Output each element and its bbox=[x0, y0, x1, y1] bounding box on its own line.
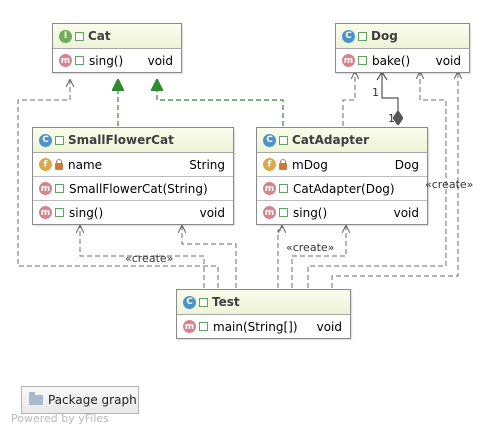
public-icon bbox=[199, 297, 208, 307]
method-icon: m bbox=[39, 182, 52, 195]
method-row[interactable]: m sing() void bbox=[257, 201, 427, 224]
edge-test-uses-smallflowercat bbox=[182, 226, 237, 288]
edge-catadapter-has-dog bbox=[381, 72, 398, 124]
class-catadapter-header: C CatAdapter bbox=[257, 128, 427, 153]
methods-section: m sing() void bbox=[33, 201, 233, 224]
public-icon bbox=[279, 184, 288, 193]
methods-section: m sing() void bbox=[257, 201, 427, 224]
class-name: Dog bbox=[371, 29, 398, 43]
field-name: name bbox=[68, 157, 103, 172]
method-row[interactable]: m sing() void bbox=[53, 49, 181, 72]
method-type: void bbox=[316, 319, 342, 334]
private-lock-icon bbox=[279, 158, 287, 170]
method-row[interactable]: m main(String[]) void bbox=[177, 315, 350, 338]
method-icon: m bbox=[263, 206, 276, 219]
edge-test-creates-smallflowercat bbox=[80, 226, 205, 288]
method-name: bake() bbox=[372, 53, 411, 68]
field-type: String bbox=[189, 157, 225, 172]
public-icon bbox=[55, 184, 64, 193]
class-smallflowercat[interactable]: C SmallFlowerCat f name String m SmallFl… bbox=[32, 127, 234, 225]
edge-test-uses-catadapter bbox=[291, 226, 346, 288]
public-icon bbox=[199, 322, 208, 331]
package-graph-button[interactable]: Package graph bbox=[21, 386, 139, 414]
constructors-section: m SmallFlowerCat(String) bbox=[33, 177, 233, 201]
edge-catadapter-implements-cat bbox=[157, 80, 284, 126]
method-type: void bbox=[199, 205, 225, 220]
folder-icon bbox=[29, 392, 43, 405]
method-type: void bbox=[393, 205, 419, 220]
class-dog-header: C Dog bbox=[336, 24, 469, 49]
constructors-section: m CatAdapter(Dog) bbox=[257, 177, 427, 201]
class-icon: C bbox=[39, 133, 52, 147]
class-cat[interactable]: I Cat m sing() void bbox=[52, 23, 182, 73]
class-smallflowercat-header: C SmallFlowerCat bbox=[33, 128, 233, 153]
method-name: sing() bbox=[89, 53, 124, 68]
class-catadapter[interactable]: C CatAdapter f mDog Dog m CatAdapter(Dog… bbox=[256, 127, 428, 225]
create-label-right: «create» bbox=[425, 178, 474, 191]
method-icon: m bbox=[342, 54, 355, 67]
constructor-name: CatAdapter(Dog) bbox=[293, 181, 395, 196]
constructor-row[interactable]: m SmallFlowerCat(String) bbox=[33, 177, 233, 200]
class-cat-header: I Cat bbox=[53, 24, 181, 49]
private-lock-icon bbox=[55, 158, 63, 170]
class-dog[interactable]: C Dog m bake() void bbox=[335, 23, 470, 73]
static-method-icon: m bbox=[183, 320, 196, 333]
class-icon: C bbox=[183, 295, 196, 309]
public-icon bbox=[55, 135, 64, 145]
method-icon: m bbox=[59, 54, 72, 67]
methods-section: m main(String[]) void bbox=[177, 315, 350, 338]
class-name: CatAdapter bbox=[292, 133, 369, 147]
fields-section: f name String bbox=[33, 153, 233, 177]
method-name: sing() bbox=[69, 205, 104, 220]
field-icon: f bbox=[39, 158, 52, 171]
method-type: void bbox=[435, 53, 461, 68]
public-icon bbox=[358, 31, 367, 41]
public-icon bbox=[75, 56, 84, 65]
field-name: mDog bbox=[292, 157, 328, 172]
class-icon: C bbox=[342, 29, 355, 43]
method-icon: m bbox=[39, 206, 52, 219]
fields-section: f mDog Dog bbox=[257, 153, 427, 177]
edge-test-uses-cat bbox=[17, 80, 219, 288]
method-type: void bbox=[147, 53, 173, 68]
class-test-header: C Test bbox=[177, 290, 350, 315]
public-icon bbox=[279, 135, 288, 145]
class-icon: C bbox=[263, 133, 276, 147]
method-name: main(String[]) bbox=[213, 319, 298, 334]
method-name: sing() bbox=[293, 205, 328, 220]
edge-test-uses-dog bbox=[331, 72, 458, 288]
class-name: Cat bbox=[88, 29, 111, 43]
create-label-middle: «create» bbox=[286, 241, 335, 254]
class-name: Test bbox=[212, 295, 240, 309]
interface-icon: I bbox=[59, 29, 72, 43]
field-type: Dog bbox=[394, 157, 419, 172]
edge-catadapter-uses-dog bbox=[342, 72, 355, 126]
methods-section: m bake() void bbox=[336, 49, 469, 72]
public-icon bbox=[358, 56, 367, 65]
constructor-row[interactable]: m CatAdapter(Dog) bbox=[257, 177, 427, 200]
class-name: SmallFlowerCat bbox=[68, 133, 174, 147]
multiplicity-label: 1 bbox=[388, 112, 395, 125]
field-row[interactable]: f mDog Dog bbox=[257, 153, 427, 176]
field-icon: f bbox=[263, 158, 276, 171]
package-graph-label: Package graph bbox=[48, 393, 137, 407]
method-icon: m bbox=[263, 182, 276, 195]
method-row[interactable]: m sing() void bbox=[33, 201, 233, 224]
class-test[interactable]: C Test m main(String[]) void bbox=[176, 289, 351, 339]
multiplicity-label: 1 bbox=[372, 86, 379, 99]
powered-by-footer: Powered by yFiles bbox=[11, 412, 109, 425]
method-row[interactable]: m bake() void bbox=[336, 49, 469, 72]
public-icon bbox=[279, 208, 288, 217]
methods-section: m sing() void bbox=[53, 49, 181, 72]
field-row[interactable]: f name String bbox=[33, 153, 233, 176]
edge-test-creates-catadapter bbox=[277, 226, 282, 288]
public-icon bbox=[75, 31, 84, 41]
edge-test-creates-dog bbox=[307, 72, 447, 288]
public-icon bbox=[55, 208, 64, 217]
create-label-left: «create» bbox=[125, 252, 174, 265]
constructor-name: SmallFlowerCat(String) bbox=[69, 181, 208, 196]
